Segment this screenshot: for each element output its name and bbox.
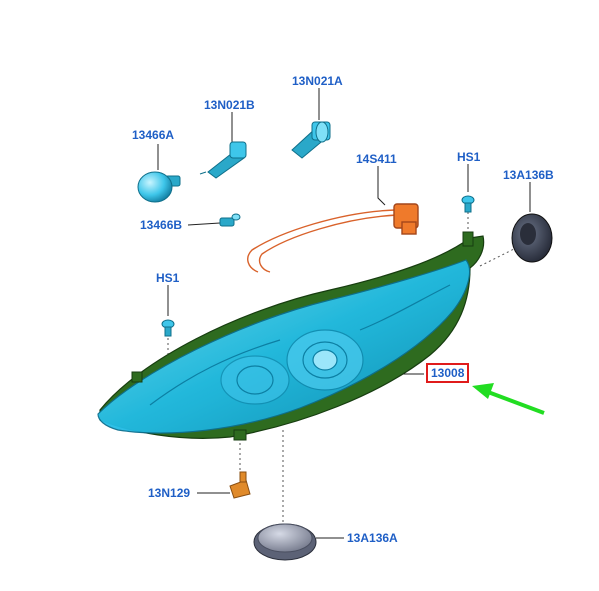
label-14S411: 14S411 (356, 152, 397, 166)
label-13N021A: 13N021A (292, 74, 343, 88)
headlamp-lens (97, 259, 471, 434)
wiring-harness-14S411 (247, 203, 419, 273)
label-13466A: 13466A (132, 128, 175, 142)
label-HS1-top: HS1 (457, 150, 481, 164)
screw-HS1-top (461, 195, 475, 213)
bulb-13466B (219, 213, 241, 227)
pointer-arrow (472, 383, 545, 415)
label-13466B: 13466B (140, 218, 183, 232)
label-13008-highlighted: 13008 (426, 363, 470, 383)
grommet-13A136B (511, 213, 553, 263)
bulb-13N021A (291, 121, 331, 159)
label-13A136A: 13A136A (347, 531, 398, 545)
bracket-13N129 (229, 471, 251, 499)
bulb-13466A (137, 171, 181, 203)
label-13N021B: 13N021B (204, 98, 255, 112)
label-13N129: 13N129 (148, 486, 191, 500)
label-13A136B: 13A136B (503, 168, 554, 182)
headlamp-internals (149, 284, 451, 406)
label-HS1-left: HS1 (156, 271, 180, 285)
screw-HS1-left (161, 319, 175, 337)
bulb-13N021B (199, 141, 247, 179)
cap-13A136A (253, 523, 317, 561)
headlamp-mounts (131, 231, 474, 441)
